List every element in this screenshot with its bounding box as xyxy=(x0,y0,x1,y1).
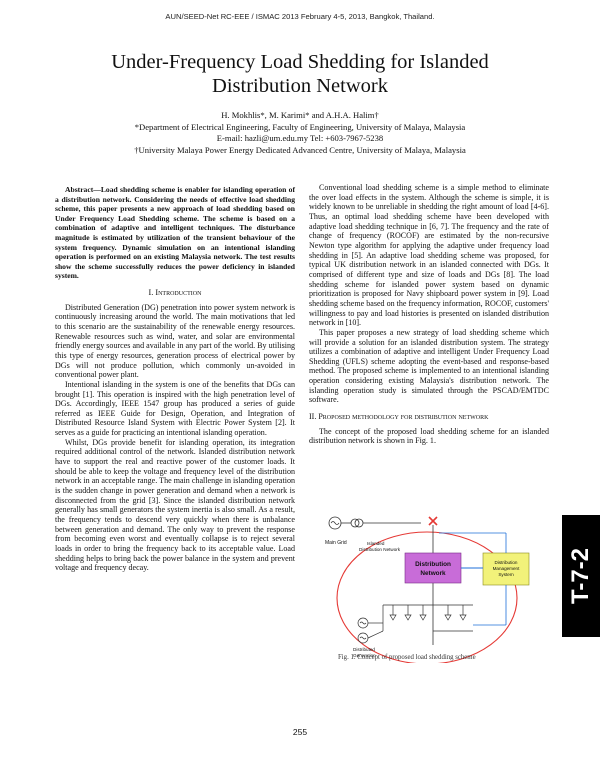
author-names: H. Mokhlis*, M. Karimi* and A.H.A. Halim… xyxy=(221,110,379,120)
session-side-tab: T-7-2 xyxy=(562,515,600,637)
left-column: Abstract—Load shedding scheme is enabler… xyxy=(55,185,295,573)
distribution-network-label-2: Network xyxy=(420,570,446,577)
dms-label-1: Distribution xyxy=(495,560,518,565)
dms-label-2: Management xyxy=(493,566,521,571)
contact-info: E-mail: hazli@um.edu.my Tel: +603-7967-5… xyxy=(216,133,384,143)
section-2-heading: II. Proposed methodology for distributio… xyxy=(309,412,489,422)
intro-paragraph-3: Whilst, DGs provide benefit for islandin… xyxy=(55,437,295,573)
figure-caption: Fig. 1. Concept of proposed load sheddin… xyxy=(338,654,476,661)
right-paragraph-2: This paper proposes a new strategy of lo… xyxy=(309,327,549,405)
islanded-network-label-1: Islanded xyxy=(367,541,385,546)
dg-label-2: Generation xyxy=(353,653,376,658)
paper-title: Under-Frequency Load Shedding for Island… xyxy=(111,51,489,97)
abstract: Abstract—Load shedding scheme is enabler… xyxy=(55,185,295,281)
affiliation-2: †University Malaya Power Energy Dedicate… xyxy=(134,144,466,155)
affiliation-1: *Department of Electrical Engineering, F… xyxy=(134,121,466,132)
intro-paragraph-2: Intentional islanding in the system is o… xyxy=(55,379,295,438)
breaker-open-icon xyxy=(428,516,438,526)
conference-header: AUN/SEED-Net RC-EEE / ISMAC 2013 Februar… xyxy=(165,12,435,21)
abstract-text: Abstract—Load shedding scheme is enabler… xyxy=(55,185,295,281)
section-1-heading: I. Introduction xyxy=(148,287,202,297)
right-column: Conventional load shedding scheme is a s… xyxy=(309,183,549,446)
main-grid-label: Main Grid xyxy=(325,540,347,546)
concept-figure: Main Grid Islanded Distribution Network … xyxy=(325,516,530,663)
right-paragraph-1: Conventional load shedding scheme is a s… xyxy=(309,183,549,328)
distribution-network-label-1: Distribution xyxy=(415,561,451,568)
island-boundary xyxy=(336,531,518,663)
section-2-paragraph: The concept of the proposed load sheddin… xyxy=(309,426,549,446)
distributed-generator-icon xyxy=(357,605,384,644)
islanded-network-label-2: Distribution Network xyxy=(359,547,401,552)
main-grid-source-icon xyxy=(328,516,421,530)
feeder-loads xyxy=(383,604,473,632)
distribution-network-box xyxy=(404,552,462,584)
author-block: H. Mokhlis*, M. Karimi* and A.H.A. Halim… xyxy=(0,110,600,156)
page-number: 255 xyxy=(292,727,308,737)
dg-label-1: Distributed xyxy=(353,647,375,652)
side-tab-label: T-7-2 xyxy=(567,547,594,605)
intro-paragraph-1: Distributed Generation (DG) penetration … xyxy=(55,302,295,380)
dms-label-3: System xyxy=(498,572,513,577)
